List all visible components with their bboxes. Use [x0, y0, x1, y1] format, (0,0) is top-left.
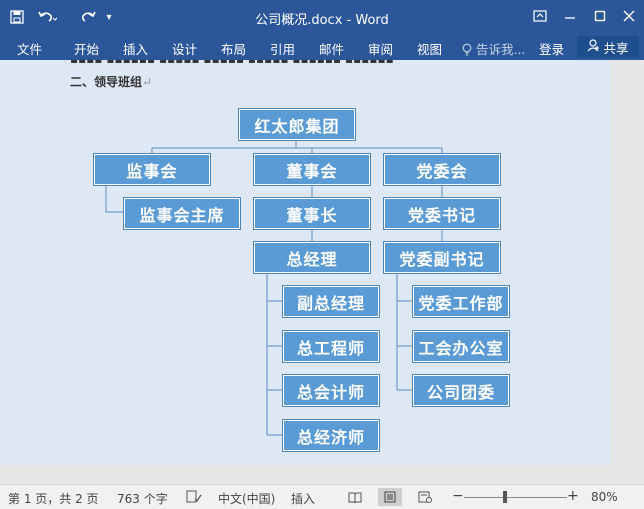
org-node-chairman[interactable]: 董事长 [254, 198, 370, 229]
partially-visible-text-line: ▪▪▪▪ ▪▪▪▪▪▪ ▪▪▪▪▪ ▪▪▪▪▪ ▪▪▪▪▪ ▪▪▪▪▪▪ ▪▪▪… [70, 60, 394, 66]
word-count[interactable]: 763 个字 [117, 492, 168, 506]
lightbulb-icon [462, 42, 476, 57]
zoom-slider-track[interactable] [464, 497, 567, 498]
org-node-party-committee[interactable]: 党委会 [384, 154, 500, 185]
customize-qat-icon[interactable]: ▾ [106, 11, 112, 23]
org-node-general-manager[interactable]: 总经理 [254, 242, 370, 273]
tab-insert[interactable]: 插入 [123, 42, 149, 57]
section-heading-text: 二、领导班组 [70, 75, 143, 89]
tab-file[interactable]: 文件 [17, 42, 43, 57]
ribbon-tab-bar: 文件 开始 插入 设计 布局 引用 邮件 审阅 视图 告诉我... 登录 共享 [0, 34, 644, 60]
org-node-party-secretary[interactable]: 党委书记 [384, 198, 500, 229]
tab-review[interactable]: 审阅 [368, 42, 394, 57]
title-bar: ▾ 公司概况.docx - Word [0, 0, 644, 34]
status-bar: 第 1 页，共 2 页 763 个字 中文(中国) 插入 − + 80% [0, 484, 644, 509]
web-layout-icon[interactable] [413, 488, 437, 506]
document-page[interactable]: ▪▪▪▪ ▪▪▪▪▪▪ ▪▪▪▪▪ ▪▪▪▪▪ ▪▪▪▪▪ ▪▪▪▪▪▪ ▪▪▪… [0, 60, 610, 465]
read-mode-icon[interactable] [343, 488, 367, 506]
org-node-deputy-gm[interactable]: 副总经理 [283, 286, 379, 317]
proofing-icon[interactable] [186, 490, 202, 506]
org-node-chief-economist[interactable]: 总经济师 [283, 420, 379, 451]
page-indicator[interactable]: 第 1 页，共 2 页 [8, 492, 99, 506]
share-label: 共享 [603, 40, 629, 56]
section-heading: 二、领导班组↵ [70, 73, 152, 90]
minimize-icon[interactable] [555, 4, 585, 28]
org-node-chief-engineer[interactable]: 总工程师 [283, 331, 379, 362]
org-node-chief-accountant[interactable]: 总会计师 [283, 375, 379, 406]
tell-me-box[interactable]: 告诉我... [462, 39, 525, 58]
org-node-youth-league[interactable]: 公司团委 [413, 375, 509, 406]
zoom-level[interactable]: 80% [591, 490, 618, 504]
share-button[interactable]: 共享 [577, 36, 639, 58]
maximize-icon[interactable] [585, 4, 615, 28]
org-node-union-office[interactable]: 工会办公室 [413, 331, 509, 362]
org-node-root[interactable]: 红太郎集团 [239, 109, 355, 140]
connector-supervisory-chair [105, 185, 124, 213]
language-indicator[interactable]: 中文(中国) [218, 492, 276, 506]
paragraph-mark: ↵ [142, 75, 153, 89]
zoom-slider-thumb[interactable] [503, 491, 507, 503]
tab-design[interactable]: 设计 [172, 42, 198, 57]
redo-icon[interactable] [74, 7, 100, 27]
org-node-party-work-dept[interactable]: 党委工作部 [413, 286, 509, 317]
org-node-supervisory-chair[interactable]: 监事会主席 [124, 198, 240, 229]
ribbon-display-options-icon[interactable] [525, 4, 555, 28]
org-node-board[interactable]: 董事会 [254, 154, 370, 185]
insert-mode-indicator[interactable]: 插入 [291, 492, 316, 506]
tab-home[interactable]: 开始 [74, 42, 100, 57]
close-icon[interactable] [614, 4, 644, 28]
tab-view[interactable]: 视图 [417, 42, 443, 57]
tab-layout[interactable]: 布局 [221, 42, 247, 57]
document-area: ▪▪▪▪ ▪▪▪▪▪▪ ▪▪▪▪▪ ▪▪▪▪▪ ▪▪▪▪▪ ▪▪▪▪▪▪ ▪▪▪… [0, 60, 644, 484]
undo-icon[interactable] [34, 7, 60, 27]
tab-mailings[interactable]: 邮件 [319, 42, 345, 57]
save-icon[interactable] [6, 7, 28, 27]
org-node-party-deputy-secretary[interactable]: 党委副书记 [384, 242, 500, 273]
signin-link[interactable]: 登录 [539, 42, 565, 57]
zoom-in-button[interactable]: + [567, 488, 579, 504]
person-icon [587, 39, 600, 55]
print-layout-icon[interactable] [378, 488, 402, 506]
vertical-scrollbar[interactable] [610, 60, 644, 484]
tell-me-label: 告诉我... [475, 42, 526, 57]
org-node-supervisory-board[interactable]: 监事会 [94, 154, 210, 185]
zoom-out-button[interactable]: − [452, 488, 464, 504]
tab-references[interactable]: 引用 [270, 42, 296, 57]
